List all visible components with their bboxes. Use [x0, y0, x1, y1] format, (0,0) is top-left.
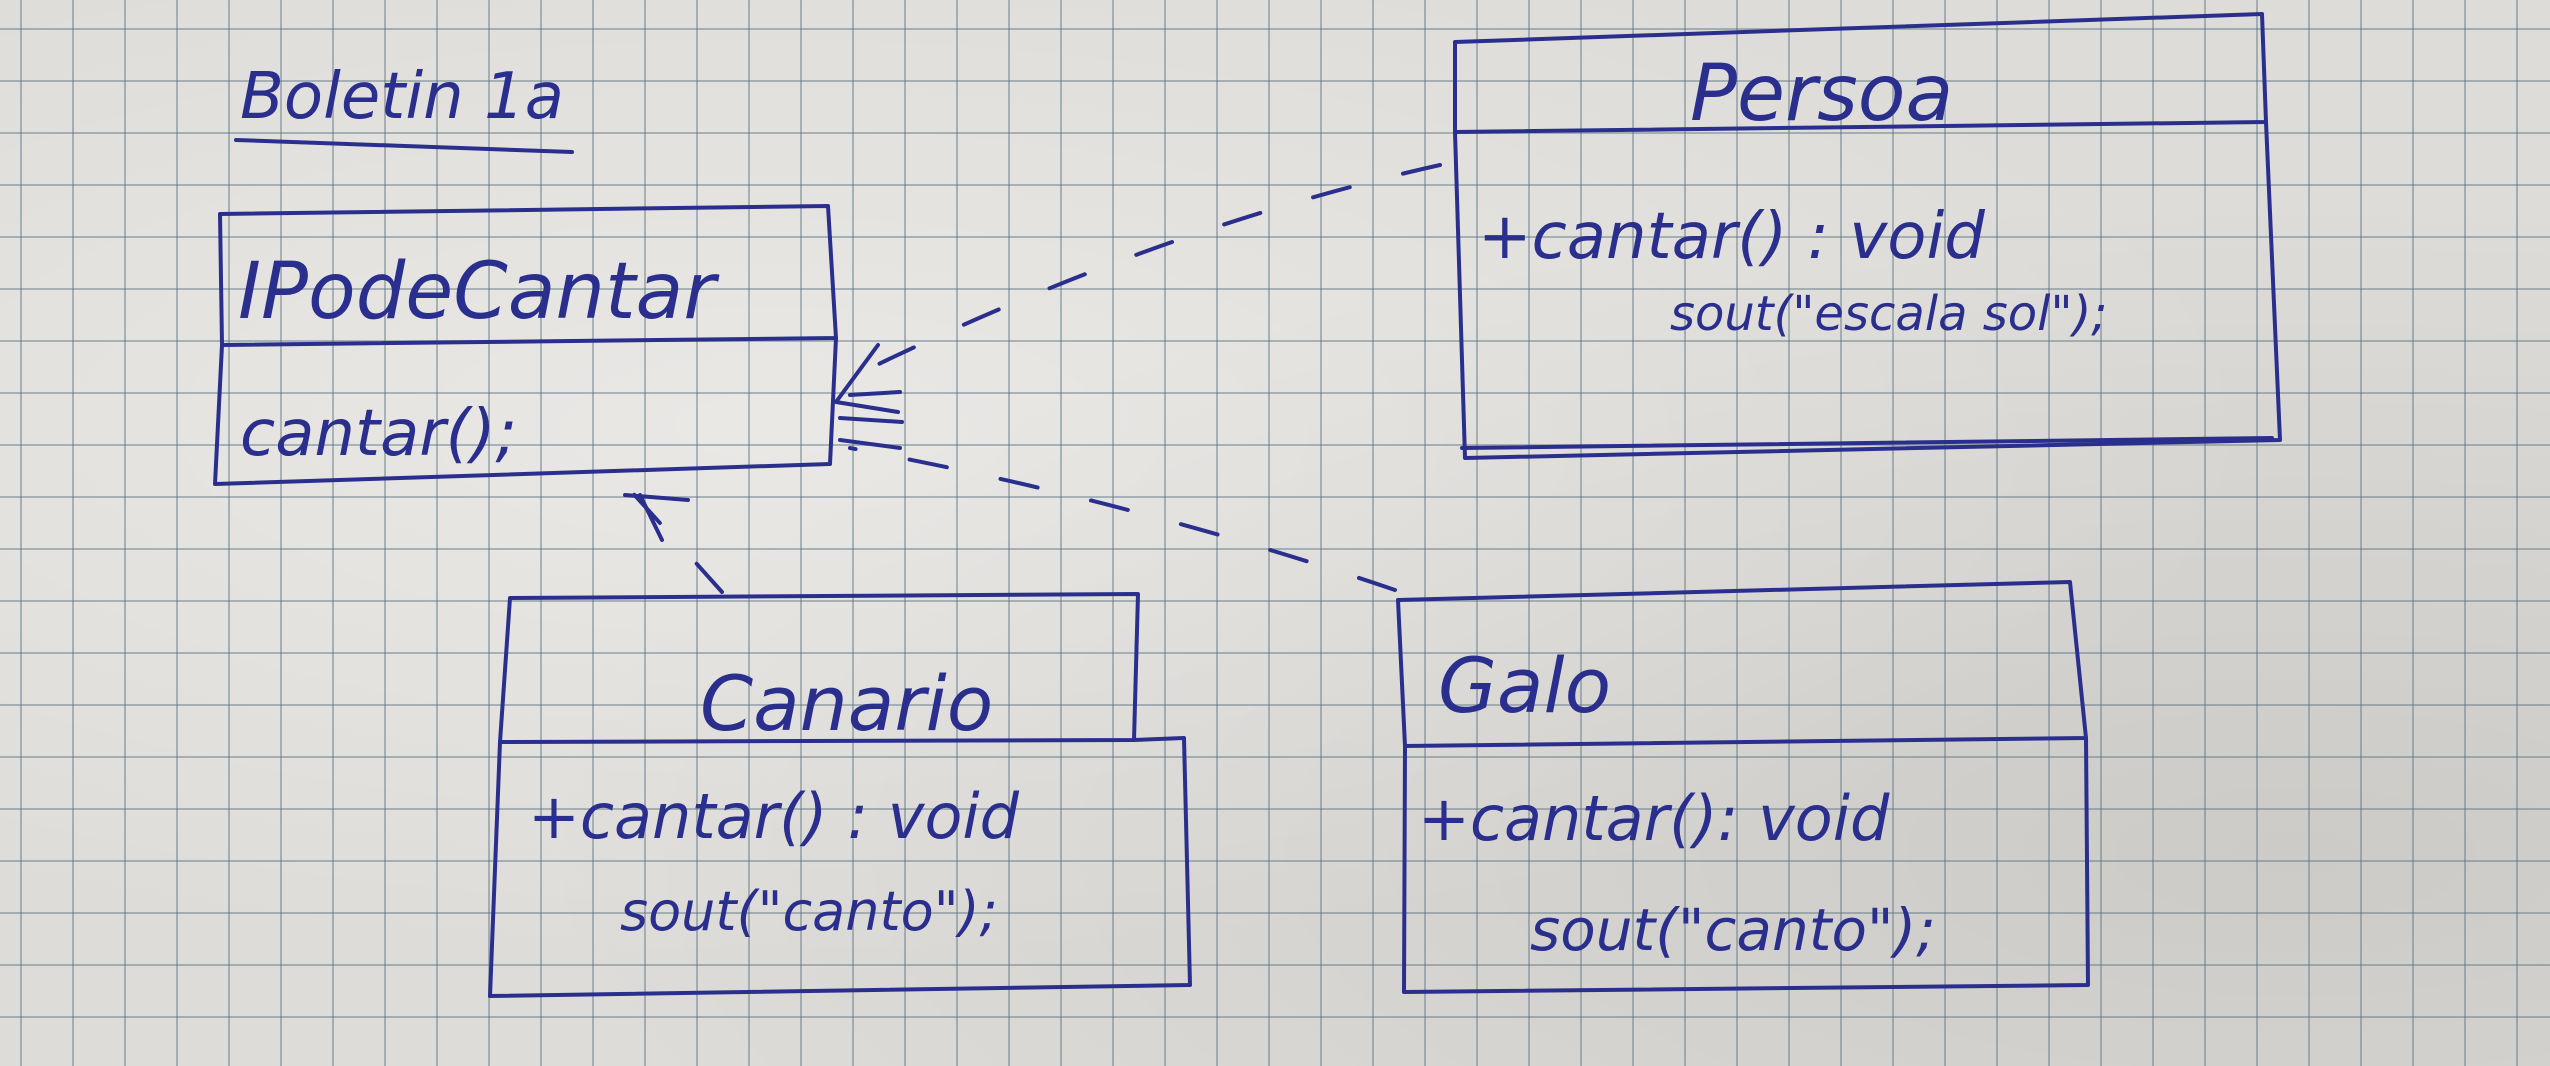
realization-arrows	[623, 163, 1442, 594]
canario-body-box	[488, 736, 1192, 998]
class-persoa: Persoa +cantar() : void sout("escala sol…	[1453, 12, 2282, 460]
persoa-method-body: sout("escala sol");	[1670, 286, 2107, 342]
class-canario: Canario +cantar() : void sout("canto");	[488, 592, 1192, 998]
galo-body-box	[1402, 736, 2090, 994]
interface-arrowhead-ticks	[838, 390, 904, 450]
ipodecantar-name: IPodeCantar	[238, 247, 720, 337]
title-underline	[234, 138, 574, 154]
persoa-divider	[1460, 436, 2274, 450]
persoa-body-box	[1453, 120, 2282, 460]
canario-realization-line	[628, 488, 724, 594]
galo-name: Galo	[1438, 641, 1611, 730]
galo-method: +cantar(): void	[1418, 782, 1890, 855]
class-ipodecantar: IPodeCantar cantar();	[213, 204, 838, 486]
canario-method-body: sout("canto");	[620, 880, 998, 943]
persoa-realization-line	[848, 163, 1442, 380]
ipodecantar-body-box	[213, 336, 838, 486]
persoa-name: Persoa	[1690, 49, 1953, 139]
class-galo: Galo +cantar(): void sout("canto");	[1396, 580, 2090, 994]
ipodecantar-method: cantar();	[240, 397, 517, 471]
canario-method: +cantar() : void	[528, 780, 1020, 853]
diagram-title: Boletin 1a	[240, 60, 564, 134]
galo-realization-line	[848, 446, 1397, 592]
canario-arrowhead	[623, 493, 690, 542]
canario-name: Canario	[700, 659, 993, 748]
diagram-title-group: Boletin 1a	[234, 60, 574, 154]
galo-method-body: sout("canto");	[1530, 896, 1936, 964]
persoa-arrowhead	[834, 343, 900, 414]
persoa-method: +cantar() : void	[1478, 200, 1985, 274]
